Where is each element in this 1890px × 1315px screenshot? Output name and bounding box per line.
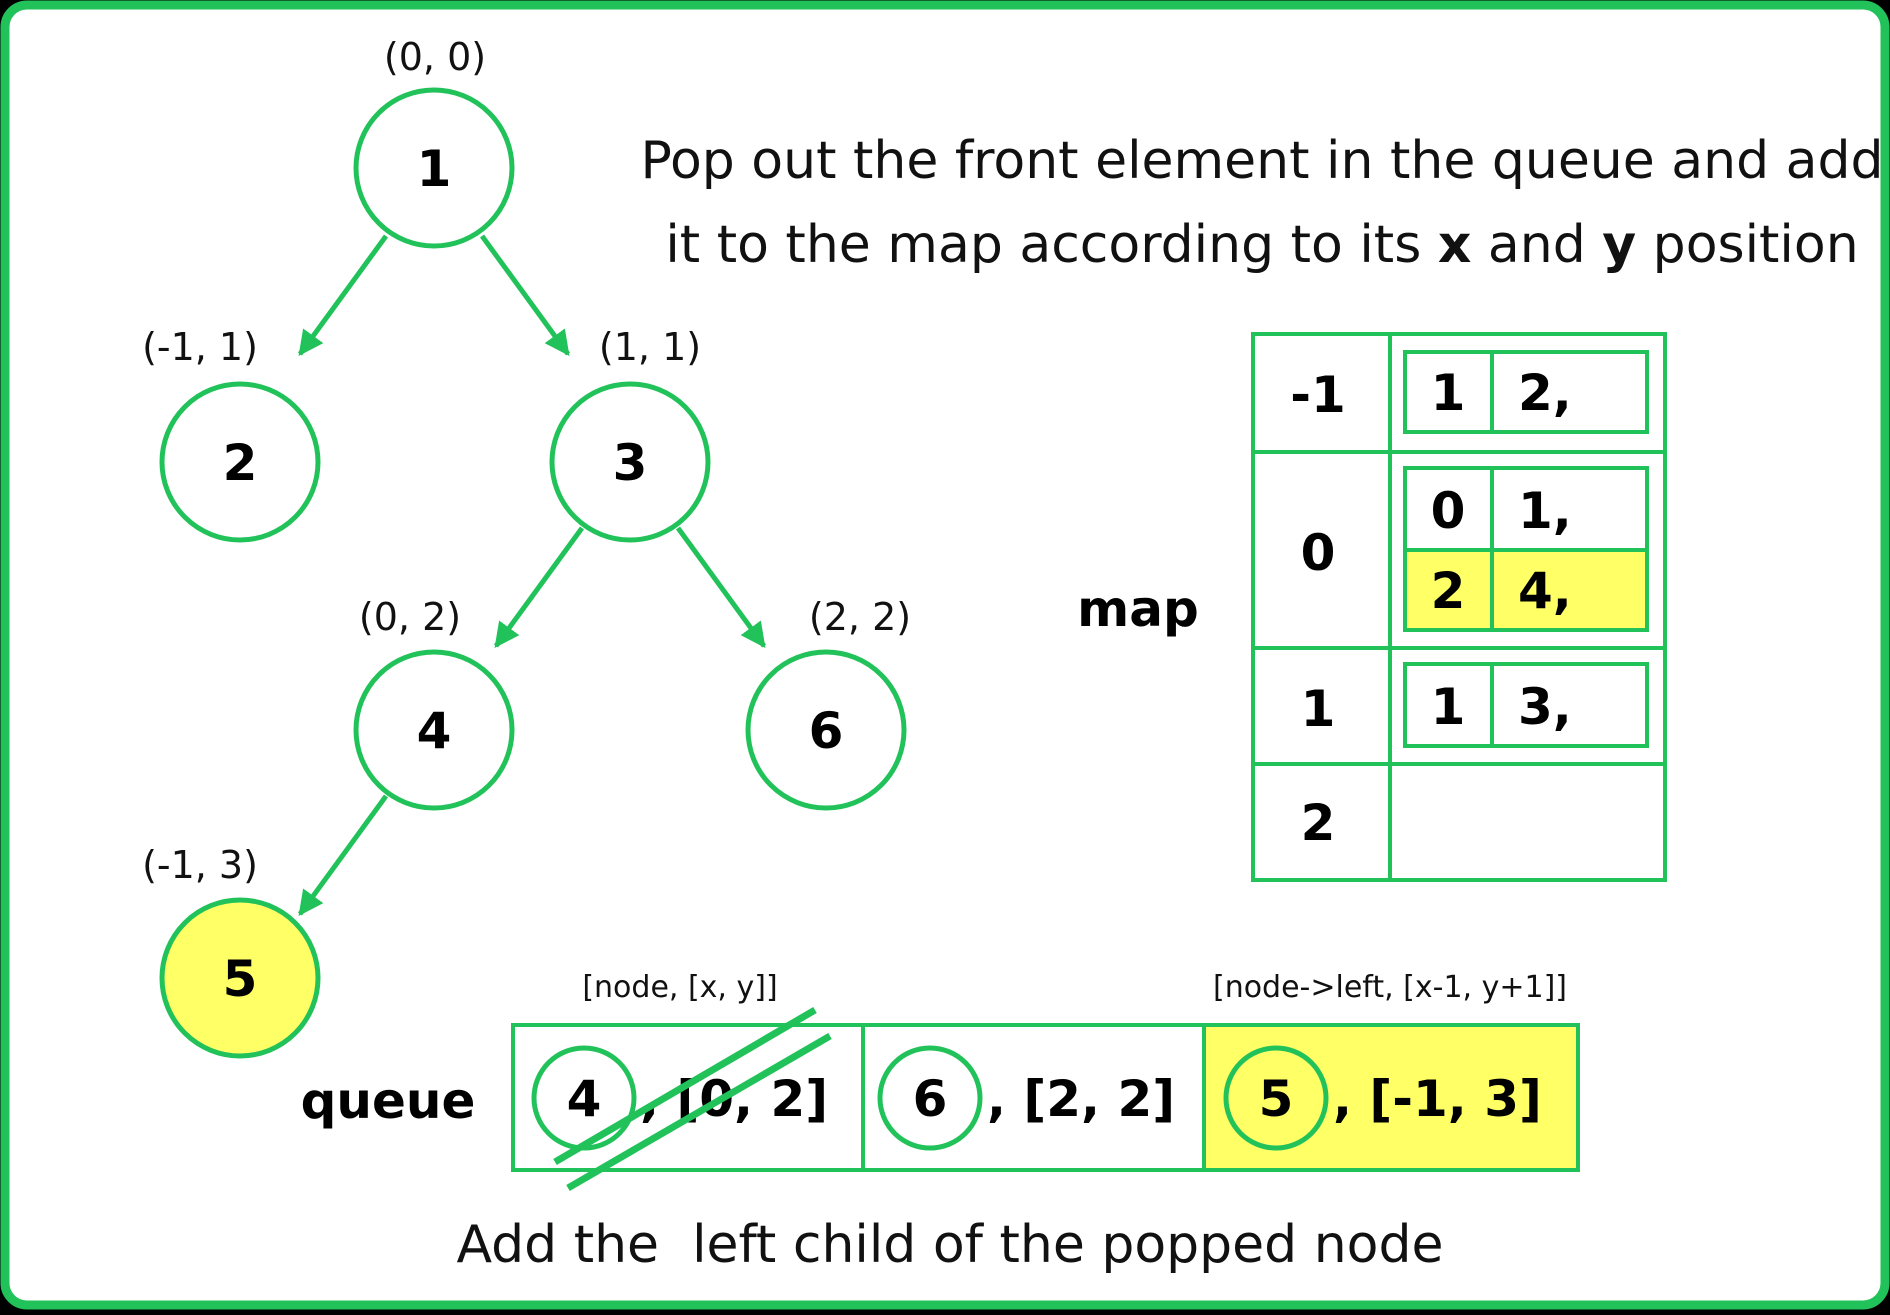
queue-item: 6 , [2, 2]: [877, 1045, 1175, 1151]
queue-node-value: 4: [567, 1070, 602, 1128]
queue-node-value: 5: [1259, 1070, 1294, 1128]
node-coord-label: (-1, 3): [142, 843, 258, 887]
node-value: 6: [809, 702, 844, 760]
tree-node-2: (-1, 1) 2: [142, 325, 321, 543]
map-key: 0: [1301, 524, 1336, 582]
edge-3-6: [675, 526, 767, 649]
node-value: 2: [223, 434, 258, 492]
queue-item-popped: 4 , [0, 2]: [531, 1006, 832, 1192]
edge-4-5: [297, 794, 389, 917]
map-key: 2: [1301, 794, 1336, 852]
tree-node-3: (1, 1) 3: [549, 325, 711, 543]
node-circle: [159, 897, 321, 1059]
node-circle: [549, 381, 711, 543]
node-coord-label: (0, 0): [384, 35, 486, 79]
strike-line: [553, 1006, 817, 1166]
queue-format-left: [node, [x, y]]: [582, 970, 777, 1005]
strike-line: [566, 1032, 832, 1192]
map-key: 1: [1301, 680, 1336, 738]
queue-item-new: 5 , [-1, 3]: [1223, 1045, 1542, 1151]
queue-node-position: , [-1, 3]: [1333, 1070, 1542, 1128]
node-value: 5: [223, 950, 258, 1008]
description-text: Pop out the front element in the queue a…: [640, 131, 1883, 275]
tree-node-6: (2, 2) 6: [745, 595, 911, 811]
node-value: 1: [417, 140, 452, 198]
queue-node-position: , [2, 2]: [987, 1070, 1175, 1128]
description-line-1: Pop out the front element in the queue a…: [640, 131, 1883, 191]
map-entry-value: 1: [1431, 364, 1466, 422]
node-coord-label: (-1, 1): [142, 325, 258, 369]
node-circle: [159, 381, 321, 543]
queue-label: queue: [301, 1072, 476, 1130]
map-entry-value: 2,: [1518, 364, 1572, 422]
map-entry-value: 3,: [1518, 678, 1572, 736]
edge-1-3: [479, 234, 571, 357]
node-value: 4: [417, 702, 452, 760]
queue-node-circle: [1223, 1045, 1329, 1151]
queue-format-right: [node->left, [x-1, y+1]]: [1213, 970, 1567, 1005]
bottom-caption: Add the left child of the popped node: [457, 1215, 1444, 1275]
queue: [node, [x, y]] [node->left, [x-1, y+1]] …: [301, 970, 1580, 1192]
node-circle: [353, 649, 515, 811]
map-entry-value: 2: [1431, 562, 1466, 620]
map-entry-box: [1403, 350, 1649, 434]
queue-node-position: , [0, 2]: [640, 1070, 828, 1128]
queue-node-value: 6: [913, 1070, 948, 1128]
node-circle: [353, 87, 515, 249]
node-value: 3: [613, 434, 648, 492]
queue-node-circle: [877, 1045, 983, 1151]
node-coord-label: (0, 2): [359, 595, 461, 639]
map-table: map -1 0 1 2 1 2, 0 1, 2 4, 1 3,: [1077, 332, 1667, 882]
node-circle: [745, 649, 907, 811]
map-outer-border: [1251, 332, 1667, 882]
map-entry-value: 0: [1431, 482, 1466, 540]
queue-outer-border: [511, 1023, 1580, 1172]
binary-tree: (0, 0) 1 (-1, 1) 2 (1, 1) 3 (0, 2) 4 (2,…: [142, 35, 911, 1059]
map-entry-value: 1,: [1518, 482, 1572, 540]
map-entry-value: 4,: [1518, 562, 1572, 620]
map-key: -1: [1290, 366, 1346, 424]
map-label: map: [1077, 580, 1199, 638]
node-coord-label: (2, 2): [809, 595, 911, 639]
map-entry-box: [1403, 662, 1649, 748]
description-line-2: it to the map according to its x and y p…: [665, 215, 1858, 275]
map-entry-highlight: [1407, 552, 1645, 628]
edge-1-2: [297, 234, 389, 357]
tree-node-4: (0, 2) 4: [353, 595, 515, 811]
map-entry-value: 1: [1431, 678, 1466, 736]
tree-node-5: (-1, 3) 5: [142, 843, 321, 1059]
edge-3-4: [493, 526, 585, 649]
node-coord-label: (1, 1): [599, 325, 701, 369]
tree-node-1: (0, 0) 1: [353, 35, 515, 249]
